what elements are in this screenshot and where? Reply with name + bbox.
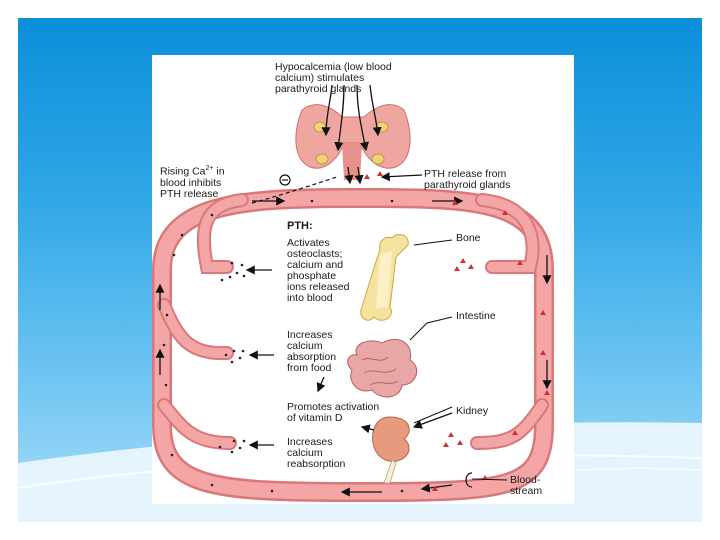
calcium-ion-dots [162, 199, 404, 493]
intestine-icon [347, 338, 418, 398]
bloodstream-bracket [465, 472, 473, 488]
pth-triangles [352, 171, 550, 491]
kidney-effect-label: Increases calcium reabsorption [287, 436, 346, 470]
bone-label: Bone [456, 232, 481, 244]
bloodstream-label: Blood- stream [510, 474, 543, 497]
rising-calcium-label: Rising Ca2+ in blood inhibits PTH releas… [160, 163, 225, 200]
bone-effect-label: Activates osteoclasts; calcium and phosp… [287, 237, 350, 304]
intestine-label: Intestine [456, 310, 496, 322]
bone-release-dots [228, 261, 246, 279]
blood-flow-arrows [155, 196, 552, 497]
label-leader-lines [409, 239, 508, 481]
parathyroid-gland-icon [295, 104, 411, 180]
kidney-arrows [248, 412, 453, 450]
intestine-effect-label: Increases calcium absorption from food [287, 329, 337, 374]
rising-calcium-text-cont: in blood inhibits PTH release [160, 165, 225, 200]
bloodstream-vessel [152, 188, 554, 502]
hypocalcemia-label: Hypocalcemia (low blood calcium) stimula… [275, 61, 392, 95]
inhibition-arrow [251, 174, 338, 204]
kidney-icon [372, 416, 410, 484]
diagram-graphics [152, 84, 554, 502]
calcium-regulation-diagram: Hypocalcemia (low blood calcium) stimula… [152, 55, 574, 504]
vitamin-d-effect-label: Promotes activation of vitamin D [287, 401, 380, 424]
intestine-dots [230, 349, 245, 364]
kidney-label: Kidney [456, 405, 489, 417]
calcium-charge: 2+ [205, 165, 214, 172]
bone-icon [360, 234, 409, 321]
intestine-absorption-arrow [248, 350, 326, 393]
rising-calcium-text: Rising Ca [160, 165, 206, 178]
kidney-dots [230, 439, 246, 454]
pth-release-label: PTH release from parathyroid glands [424, 168, 511, 191]
pth-heading: PTH: [287, 220, 313, 232]
stimulus-arrows [321, 84, 423, 185]
